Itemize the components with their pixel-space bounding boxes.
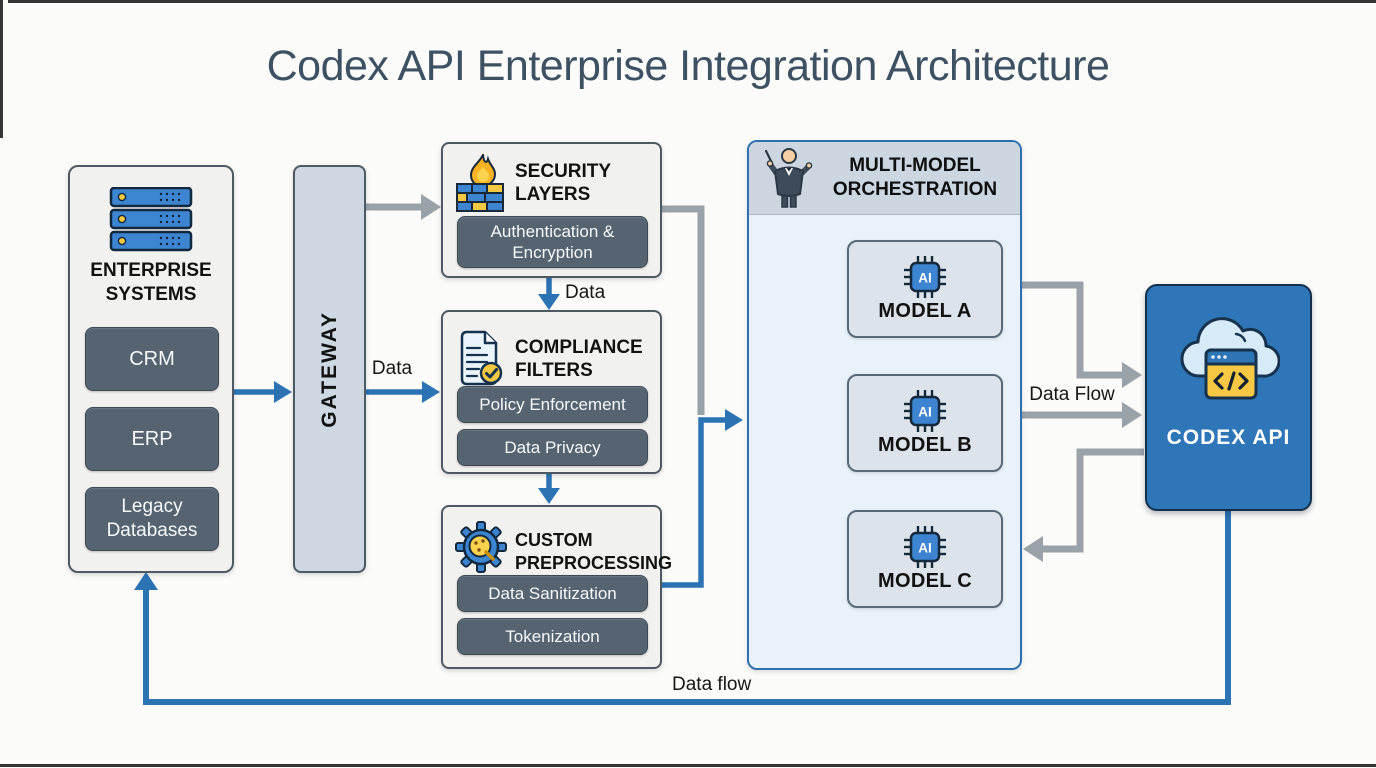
data-flow-label-bottom: Data flow <box>672 674 752 695</box>
model-a-box: AI MODEL A <box>847 240 1003 338</box>
firewall-flame-icon <box>456 154 504 212</box>
frame-line-bottom <box>0 764 1376 767</box>
security-layers-box: SECURITY LAYERS Authentication & Encrypt… <box>441 142 662 278</box>
frame-line-left <box>0 0 3 138</box>
data-label-security: Data <box>565 282 606 303</box>
orchestration-title: MULTI-MODEL ORCHESTRATION <box>832 155 998 200</box>
ai-chip-label: AI <box>918 271 932 286</box>
data-privacy-box: Data Privacy <box>457 429 648 466</box>
page-title: Codex API Enterprise Integration Archite… <box>266 42 1110 90</box>
ai-chip-label: AI <box>918 541 932 556</box>
authentication-encryption-box: Authentication & Encryption <box>457 216 648 268</box>
enterprise-systems-box: ENTERPRISE SYSTEMS CRM ERP Legacy Databa… <box>68 165 234 573</box>
enterprise-systems-title: ENTERPRISE SYSTEMS <box>90 260 212 305</box>
gateway-label: GATEWAY <box>317 310 341 428</box>
policy-enforcement-box: Policy Enforcement <box>457 386 648 423</box>
ai-chip-icon: AI <box>904 256 946 298</box>
data-flow-label-right: Data Flow <box>1029 384 1115 405</box>
multi-model-orchestration-box: MULTI-MODEL ORCHESTRATION AI MODEL A <box>747 140 1022 670</box>
cloud-code-icon <box>1180 317 1280 400</box>
model-b-label: MODEL B <box>878 434 972 456</box>
frame-line-top <box>8 0 1376 3</box>
model-c-box: AI MODEL C <box>847 510 1003 608</box>
custom-preprocessing-box: CUSTOM PREPROCESSING Data Sanitization T… <box>441 505 672 669</box>
orchestration-header: MULTI-MODEL ORCHESTRATION <box>749 142 1020 215</box>
conductor-icon <box>765 148 813 208</box>
document-check-icon <box>460 330 503 386</box>
model-a-label: MODEL A <box>878 300 972 322</box>
gateway-box: GATEWAY <box>293 165 366 573</box>
data-sanitization-box: Data Sanitization <box>457 575 648 612</box>
crm-box: CRM <box>85 327 219 391</box>
gear-icon <box>455 521 507 573</box>
ai-chip-icon: AI <box>904 390 946 432</box>
ai-chip-icon: AI <box>904 526 946 568</box>
model-c-label: MODEL C <box>878 570 972 592</box>
codex-api-box: CODEX API <box>1145 284 1312 511</box>
ai-chip-label: AI <box>918 405 932 420</box>
tokenization-box: Tokenization <box>457 618 648 655</box>
model-b-box: AI MODEL B <box>847 374 1003 472</box>
server-stack-icon <box>109 187 193 252</box>
legacy-databases-box: Legacy Databases <box>85 487 219 551</box>
codex-api-label: CODEX API <box>1166 426 1291 449</box>
security-layers-title: SECURITY LAYERS <box>515 161 611 205</box>
compliance-filters-title: COMPLIANCE FILTERS <box>515 337 643 381</box>
custom-preprocessing-title: CUSTOM PREPROCESSING <box>515 530 673 573</box>
compliance-filters-box: COMPLIANCE FILTERS Policy Enforcement Da… <box>441 310 662 474</box>
erp-box: ERP <box>85 407 219 471</box>
data-label-gateway: Data <box>371 358 413 379</box>
